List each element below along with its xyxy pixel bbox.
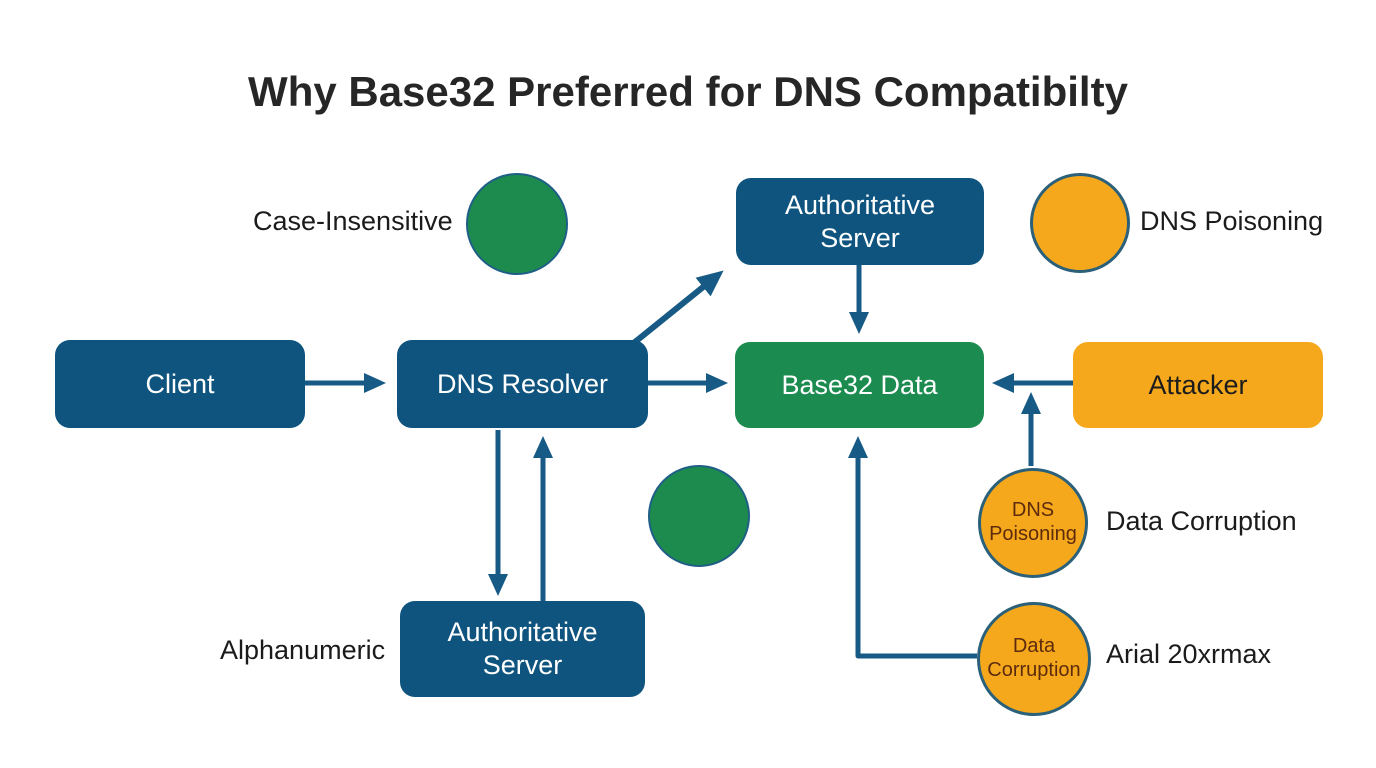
node-label-line: Authoritative [447, 617, 598, 648]
badge-text-line: DNS [1011, 499, 1055, 522]
label-arial-20xrmax: Arial 20xrmax [1106, 639, 1272, 669]
node-authoritative-server-top: Authoritative Server [736, 178, 984, 265]
arrow-data-corruption-to-base32 [848, 436, 977, 659]
label-alphanumeric: Alphanumeric [220, 635, 386, 665]
orange-dot-dns-poisoning [1030, 173, 1130, 273]
badge-text-line: Poisoning [989, 523, 1077, 545]
node-dns-resolver: DNS Resolver [397, 340, 648, 428]
badge-data-corruption: Data Corruption [977, 602, 1091, 716]
node-label: Base32 Data [781, 369, 938, 400]
node-label: Attacker [1148, 369, 1248, 400]
node-label-line: Server [482, 650, 563, 680]
node-base32-data: Base32 Data [735, 342, 984, 428]
label-dns-poisoning: DNS Poisoning [1140, 206, 1324, 236]
node-label: Client [145, 368, 215, 399]
green-dot-middle [648, 465, 750, 567]
node-label: DNS Resolver [436, 368, 609, 399]
label-data-corruption: Data Corruption [1106, 506, 1297, 536]
badge-dns-poisoning: DNS Poisoning [978, 468, 1088, 578]
arrow-resolver-to-auth-top [628, 270, 724, 349]
badge-text-line: Data [1012, 635, 1056, 658]
node-label-line: Server [820, 222, 900, 253]
label-case-insensitive: Case-Insensitive [253, 206, 453, 236]
node-attacker: Attacker [1073, 342, 1323, 428]
diagram-title: Why Base32 Preferred for DNS Compatibilt… [248, 68, 1128, 115]
green-dot-case-insensitive [466, 173, 568, 275]
node-authoritative-server-bottom: Authoritative Server [400, 601, 645, 697]
node-client: Client [55, 340, 305, 428]
node-label-line: Authoritative [784, 189, 936, 220]
badge-text-line: Corruption [987, 659, 1081, 681]
